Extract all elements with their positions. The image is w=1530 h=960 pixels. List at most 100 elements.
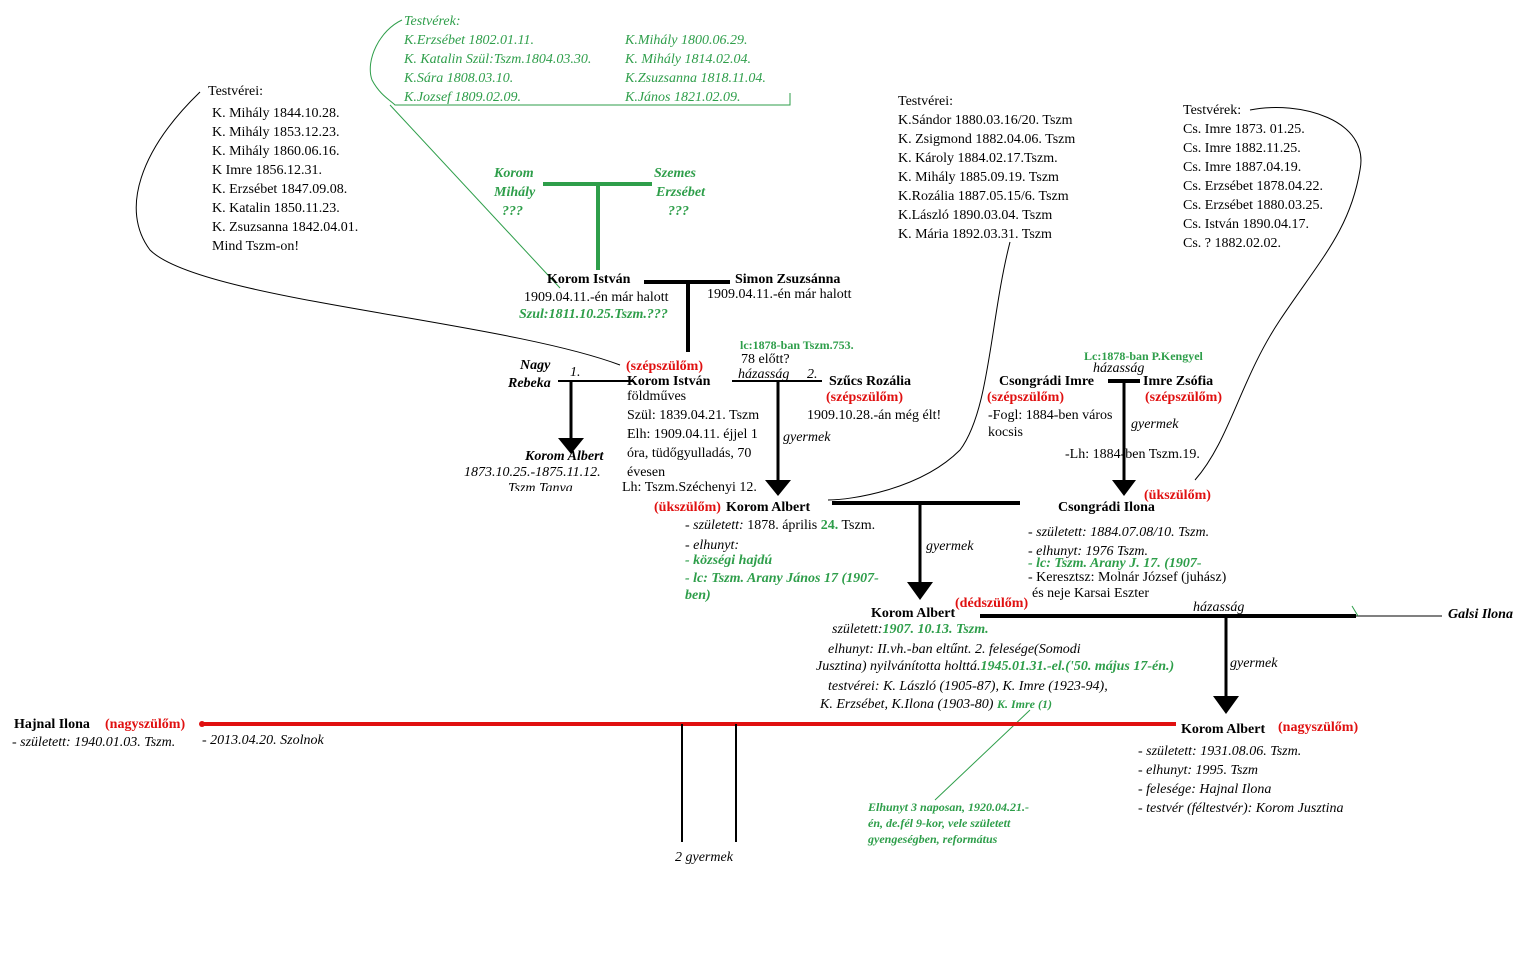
gen3-ilona-godparent-1: - Keresztsz: Molnár József (juhász) — [1028, 570, 1227, 585]
gen4-albert-sibling-imre: K. Imre (1) — [996, 697, 1052, 711]
left-siblings-title: Testvérei: — [208, 84, 263, 99]
left-siblings-list: K. Mihály 1844.10.28. K. Mihály 1853.12.… — [212, 104, 358, 256]
gen2-cs-lh: -Lh: 1884-ben Tszm.19. — [1065, 447, 1200, 462]
gen4-imre-note-2: én, de.fél 9-kor, vele született — [868, 816, 1011, 830]
gen2-zsofia-name: Imre Zsófia — [1143, 374, 1214, 389]
mid-sibling: K. Mihály 1885.09.19. Tszm — [898, 170, 1059, 185]
top-sibling: K.Sára 1808.03.10. — [404, 71, 514, 86]
gen3-ilona-born-value: 1884.07.08/10. Tszm. — [1090, 525, 1210, 540]
gen0-father-line1: Korom — [494, 166, 534, 181]
mid-sibling: K. Károly 1884.02.17.Tszm. — [898, 151, 1058, 166]
top-sibling: K. Mihály 1814.02.04. — [625, 52, 751, 67]
gen5-albert-role: (nagyszülőm) — [1278, 720, 1359, 735]
top-sibling: K.Zsuzsanna 1818.11.04. — [625, 71, 766, 86]
gen4-albert-died-2b: 1945.01.31.-el.('50. május 17-én.) — [980, 659, 1175, 674]
top-sibling: K. Katalin Szül:Tszm.1804.03.30. — [404, 52, 592, 67]
right-sibling: Cs. Imre 1882.11.25. — [1183, 141, 1301, 156]
gen1-istvan-death: 1909.04.11.-én már halott — [524, 290, 669, 305]
gen2-szucs-alive: 1909.10.28.-án még élt! — [807, 408, 942, 423]
right-sibling: Cs. István 1890.04.17. — [1183, 217, 1309, 232]
left-siblings-curve — [135, 91, 621, 366]
gen1-simon-name: Simon Zsuzsánna — [735, 272, 841, 287]
gen2-nagy-line1: Nagy — [520, 358, 551, 373]
left-sibling: K. Erzsébet 1847.09.08. — [212, 182, 348, 197]
gen3-albert-role: (ükszülőm) — [654, 500, 721, 515]
gen4-albert-died-2: Jusztina) nyilvánította holttá.1945.01.3… — [816, 657, 1174, 676]
gen2-szucs-name: Szűcs Rozália — [829, 374, 912, 389]
gen3-albert-job: - községi hajdú — [685, 553, 773, 568]
gen4-galsi-name: Galsi Ilona — [1448, 607, 1513, 622]
gen0-mother-line3: ??? — [668, 204, 689, 219]
top-siblings-title: Testvérek: — [404, 14, 461, 29]
gen4-child-label: gyermek — [1230, 656, 1278, 671]
gen5-albert-details: - született: 1931.08.06. Tszm. - elhunyt… — [1138, 742, 1344, 818]
gen4-albert-siblings-1: testvérei: K. László (1905-87), K. Imre … — [828, 679, 1108, 694]
mid-sibling: K.László 1890.03.04. Tszm — [898, 208, 1053, 223]
top-siblings-col1: K.Erzsébet 1802.01.11. K. Katalin Szül:T… — [404, 31, 591, 107]
gen3-albert-born: - született: 1878. április 24. Tszm. — [685, 516, 875, 535]
gen4-albert-siblings-2: K. Erzsébet, K.Ilona (1903-80) K. Imre (… — [820, 695, 1052, 714]
gen5-children-label: 2 gyermek — [675, 850, 733, 865]
top-sibling: K.Erzsébet 1802.01.11. — [404, 33, 535, 48]
gen3-ilona-died: - elhunyt: 1976 Tszm. — [1028, 544, 1149, 559]
mid-siblings-curve — [827, 241, 1011, 501]
gen2-istvan-detail: évesen — [627, 465, 666, 480]
right-sibling: Cs. Erzsébet 1878.04.22. — [1183, 179, 1323, 194]
right-sibling: Cs. Imre 1887.04.19. — [1183, 160, 1302, 175]
gen2-szucs-role: (szépszülőm) — [826, 390, 903, 405]
left-sibling: K. Katalin 1850.11.23. — [212, 201, 340, 216]
gen5-hajnal-name: Hajnal Ilona — [14, 717, 90, 732]
cs-descent-arrow — [1112, 480, 1136, 496]
gen4-albert-siblings-2-text: K. Erzsébet, K.Ilona (1903-80) — [820, 697, 994, 712]
gen4-albert-name: Korom Albert — [871, 606, 956, 621]
gen3-albert-died: - elhunyt: — [685, 538, 740, 553]
gen3-ilona-role: (ükszülőm) — [1144, 488, 1211, 503]
left-sibling: Mind Tszm-on! — [212, 239, 300, 254]
gen2-cs-name: Csongrádi Imre — [999, 374, 1095, 389]
gen3-albert-lc-1: - lc: Tszm. Arany János 17 (1907- — [685, 571, 879, 586]
gen2-istvan-detail: Elh: 1909.04.11. éjjel 1 — [627, 427, 758, 442]
gen1-istvan-name: Korom István — [547, 272, 631, 287]
gen3-descent-arrow — [907, 582, 933, 600]
gen4-descent-arrow — [1213, 696, 1239, 714]
gen5-hajnal-born: - született: 1940.01.03. Tszm. — [12, 735, 176, 750]
gen4-albert-role: (dédszülőm) — [955, 596, 1029, 611]
gen4-green-tick — [1351, 605, 1359, 617]
gen5-hajnal-role: (nagyszülőm) — [105, 717, 186, 732]
nagy-descent-arrow — [558, 438, 584, 454]
gen2-albert-child-place: Tszm Tanya — [508, 481, 573, 491]
gen4-marriage-label: házasság — [1193, 600, 1245, 615]
gen2-descent-arrow — [765, 480, 791, 496]
gen3-albert-lc-2: ben) — [685, 588, 711, 603]
right-siblings-list: Cs. Imre 1873. 01.25. Cs. Imre 1882.11.2… — [1183, 120, 1323, 253]
left-sibling: K Imre 1856.12.31. — [212, 163, 323, 178]
gen2-cs-marriage-label: házasság — [1093, 361, 1145, 376]
gen2-istvan-detail: Szül: 1839.04.21. Tszm — [627, 408, 760, 423]
gen5-albert-detail: - született: 1931.08.06. Tszm. — [1138, 744, 1302, 759]
gen2-albert-child-dates: 1873.10.25.-1875.11.12. — [464, 465, 601, 480]
gen2-istvan-name: Korom István — [627, 374, 711, 389]
gen3-ilona-name: Csongrádi Ilona — [1058, 500, 1155, 515]
gen3-ilona-lc: - lc: Tszm. Arany J. 17. (1907- — [1028, 556, 1202, 571]
gen4-albert-born: született:1907. 10.13. Tszm. — [832, 620, 989, 639]
top-siblings-bracket — [369, 19, 791, 106]
gen3-albert-born-label: - született: — [685, 518, 744, 533]
left-sibling: K. Zsuzsanna 1842.04.01. — [212, 220, 359, 235]
gen5-albert-detail: - testvér (féltestvér): Korom Jusztina — [1138, 801, 1344, 816]
gen2-albert-child-name: Korom Albert — [525, 449, 604, 464]
gen5-marriage-dot — [199, 721, 205, 727]
gen2-nagy-line2: Rebeka — [508, 376, 551, 391]
gen2-cs-lc: Lc:1878-ban P.Kengyel — [1084, 349, 1203, 363]
mid-sibling: K.Rozália 1887.05.15/6. Tszm — [898, 189, 1069, 204]
gen0-mother-line1: Szemes — [654, 166, 696, 181]
gen5-albert-detail: - felesége: Hajnal Ilona — [1138, 782, 1272, 797]
gen3-ilona-born: - született: 1884.07.08/10. Tszm. — [1028, 523, 1209, 542]
mid-sibling: K. Mária 1892.03.31. Tszm — [898, 227, 1052, 242]
gen2-number-2: 2. — [807, 367, 818, 382]
top-sibling: K.Mihály 1800.06.29. — [625, 33, 748, 48]
left-sibling: K. Mihály 1853.12.23. — [212, 125, 340, 140]
right-sibling: Cs. Imre 1873. 01.25. — [1183, 122, 1305, 137]
gen4-albert-born-label: született: — [832, 622, 883, 637]
gen3-ilona-godparent-2: és neje Karsai Eszter — [1032, 586, 1149, 601]
